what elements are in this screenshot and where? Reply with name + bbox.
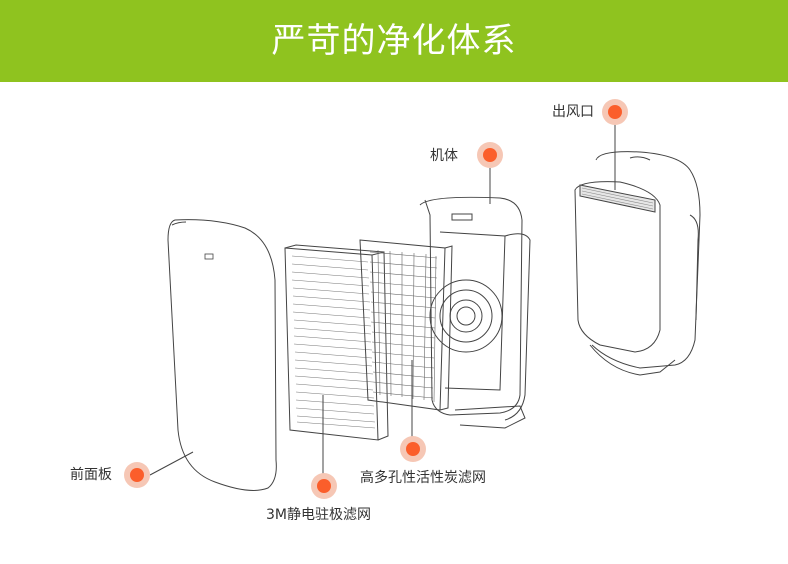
marker-outlet — [602, 99, 628, 125]
carbon-filter-drawing — [359, 239, 453, 440]
label-body: 机体 — [430, 148, 458, 164]
marker-carbon-filter — [400, 436, 426, 462]
marker-3m-filter — [311, 473, 337, 499]
header-banner: 严苛的净化体系 — [0, 0, 788, 82]
page-title: 严苛的净化体系 — [271, 21, 517, 61]
label-carbon-filter: 高多孔性活性炭滤网 — [360, 470, 486, 486]
purifier-exploded-diagram — [149, 123, 701, 491]
label-3m-filter: 3M静电驻极滤网 — [266, 507, 371, 523]
assembled-unit-drawing — [574, 123, 701, 376]
front-panel-drawing — [167, 219, 277, 491]
main-body-drawing — [419, 168, 531, 429]
marker-body — [477, 142, 503, 168]
marker-front-panel — [124, 462, 150, 488]
front-panel-leader-line — [149, 451, 194, 476]
label-outlet: 出风口 — [552, 104, 594, 120]
label-front-panel: 前面板 — [70, 467, 112, 483]
hepa-filter-drawing — [284, 244, 389, 475]
